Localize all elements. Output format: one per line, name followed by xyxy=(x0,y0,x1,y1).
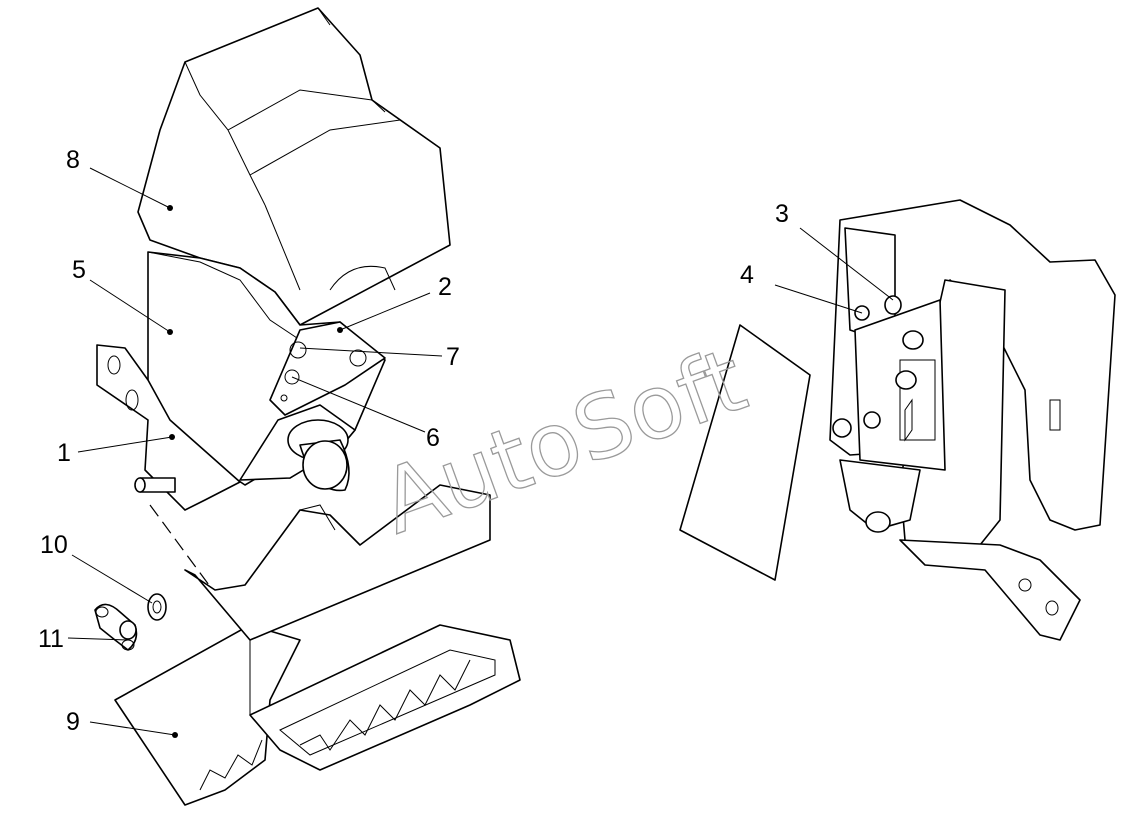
callout-10: 10 xyxy=(40,531,68,559)
callout-11: 11 xyxy=(38,625,64,653)
callout-5: 5 xyxy=(72,256,86,284)
callout-9: 9 xyxy=(66,708,80,736)
callout-7: 7 xyxy=(446,343,460,371)
callout-8: 8 xyxy=(66,146,80,174)
callout-3: 3 xyxy=(775,200,789,228)
callout-1: 1 xyxy=(57,439,71,467)
assembled-view xyxy=(679,199,1116,641)
part-9-tray xyxy=(114,484,521,806)
part-10-washer xyxy=(147,593,167,621)
leader-lines xyxy=(67,167,894,738)
callout-4: 4 xyxy=(740,261,754,289)
callout-2: 2 xyxy=(438,273,452,301)
drive-unit xyxy=(239,404,356,492)
part-2-plate xyxy=(269,321,386,416)
part-1-bracket xyxy=(96,344,241,511)
exploded-assembly xyxy=(94,7,521,806)
part-11-wing-nut xyxy=(94,603,138,651)
callout-6: 6 xyxy=(426,424,440,452)
callouts: 8 5 2 7 6 1 10 11 9 3 4 xyxy=(38,146,789,736)
